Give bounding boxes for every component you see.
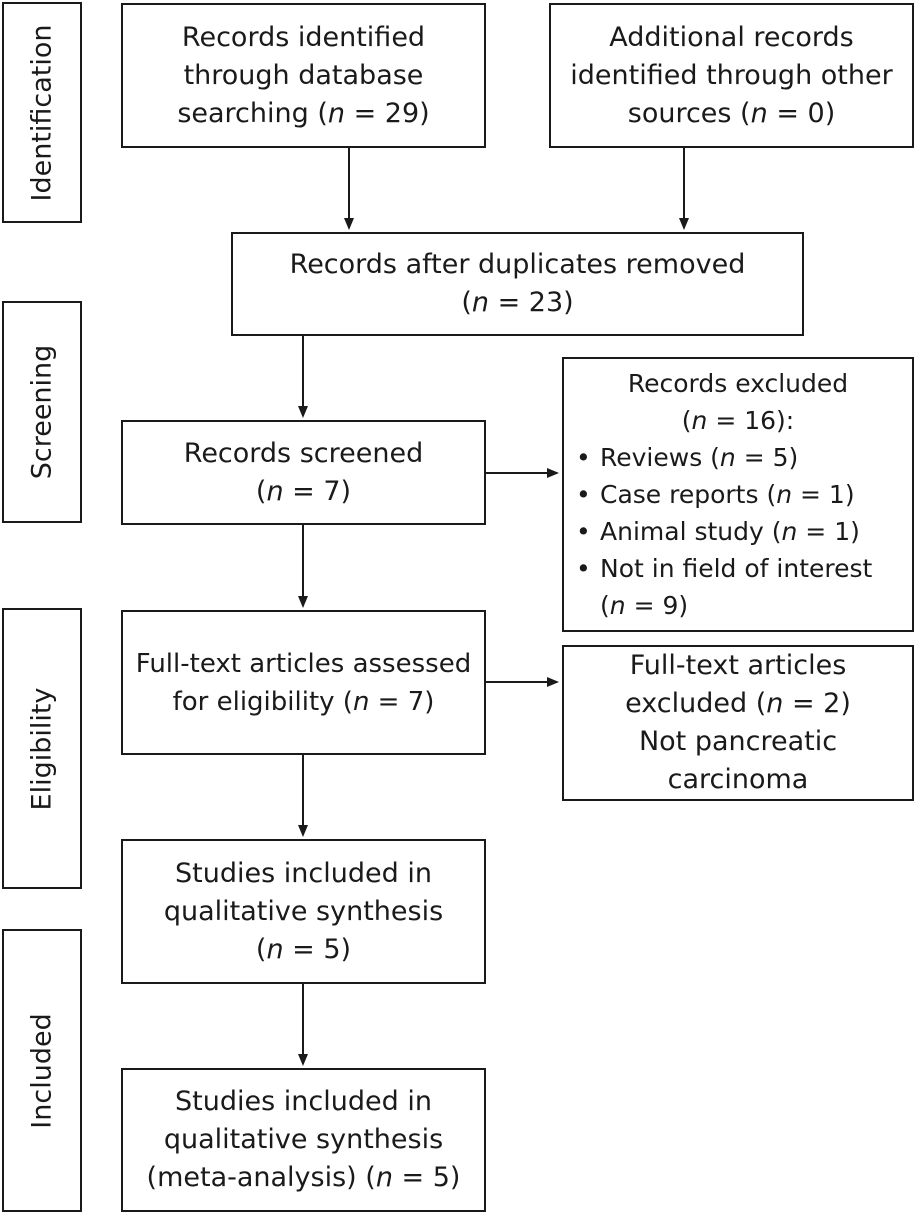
box-line: searching (n = 29) xyxy=(177,97,430,129)
excluded-heading: Records excluded xyxy=(627,369,849,398)
fulltext-assessed-box: Full-text articles assessed for eligibil… xyxy=(121,610,486,755)
box-line: (meta-analysis) (n = 5) xyxy=(146,1162,461,1193)
box-line: (n = 5) xyxy=(255,933,352,965)
box-line: for eligibility (n = 7) xyxy=(172,686,435,717)
stage-screening: Screening xyxy=(2,301,82,523)
box-line: identified through other xyxy=(570,59,893,91)
qualitative-synthesis-box: Studies included in qualitative synthesi… xyxy=(121,839,486,984)
list-item: Reviews (n = 5) xyxy=(576,439,872,476)
box-line: carcinoma xyxy=(667,764,809,795)
box-line: qualitative synthesis xyxy=(163,1124,444,1155)
box-line: Full-text articles assessed xyxy=(135,648,472,679)
box-line: Records after duplicates removed xyxy=(289,249,746,280)
box-line: Not pancreatic xyxy=(638,726,838,757)
excluded-reasons-list: Reviews (n = 5) Case reports (n = 1) Ani… xyxy=(564,439,872,624)
box-line: excluded (n = 2) xyxy=(625,688,851,719)
box-line: Studies included in xyxy=(175,1086,432,1117)
box-line: Additional records xyxy=(609,21,854,53)
after-duplicates-box: Records after duplicates removed (n = 23… xyxy=(231,232,804,336)
records-screened-box: Records screened (n = 7) xyxy=(121,420,486,525)
box-line: (n = 23) xyxy=(461,287,574,318)
box-line: Records identified xyxy=(181,21,426,53)
excluded-heading: (n = 16): xyxy=(681,406,795,435)
list-item: Animal study (n = 1) xyxy=(576,513,872,550)
box-line: qualitative synthesis xyxy=(163,895,444,927)
list-item: Not in field of interest(n = 9) xyxy=(576,550,872,624)
records-excluded-box: Records excluded (n = 16): Reviews (n = … xyxy=(562,357,914,632)
box-line: through database xyxy=(183,59,424,91)
box-line: (n = 7) xyxy=(255,475,352,507)
database-records-box: Records identified through database sear… xyxy=(121,3,486,148)
box-line: Full-text articles xyxy=(629,650,847,681)
fulltext-excluded-box: Full-text articles excluded (n = 2) Not … xyxy=(562,645,914,801)
list-item: Case reports (n = 1) xyxy=(576,476,872,513)
stage-eligibility: Eligibility xyxy=(2,608,82,889)
box-line: sources (n = 0) xyxy=(627,97,836,129)
box-line: Studies included in xyxy=(175,857,432,889)
other-records-box: Additional records identified through ot… xyxy=(549,3,914,148)
stage-included: Included xyxy=(2,929,82,1212)
box-line: Records screened xyxy=(183,437,424,469)
meta-analysis-box: Studies included in qualitative synthesi… xyxy=(121,1068,486,1212)
stage-identification: Identification xyxy=(2,2,82,223)
